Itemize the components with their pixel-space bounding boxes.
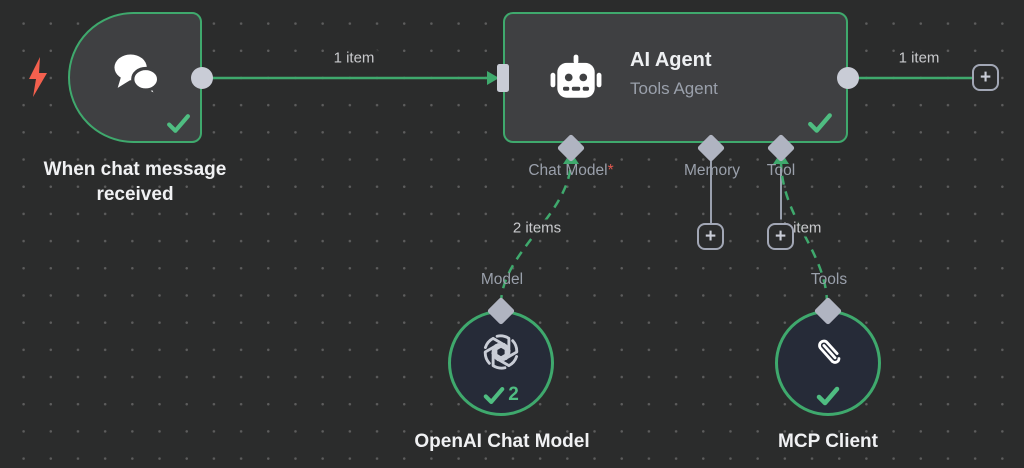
- run-count: 2: [508, 384, 519, 405]
- node-label-openai: OpenAI Chat Model: [414, 431, 590, 452]
- add-tool-button[interactable]: +: [767, 223, 794, 250]
- edge-label-agent-output: 1 item: [894, 49, 944, 67]
- input-connector-agent[interactable]: [497, 64, 509, 92]
- node-openai-chat-model[interactable]: 2: [448, 310, 554, 416]
- check-icon: [816, 386, 840, 406]
- output-connector-trigger[interactable]: [191, 67, 213, 89]
- node-mcp-client[interactable]: [775, 310, 881, 416]
- lightning-bolt-icon: [29, 57, 47, 97]
- node-when-chat-message-received[interactable]: [68, 12, 202, 143]
- node-label-mcp: MCP Client: [778, 431, 878, 452]
- port-label-tool: Tool: [766, 162, 796, 179]
- agent-title: AI Agent: [630, 49, 712, 71]
- add-next-node-button[interactable]: +: [972, 64, 999, 91]
- agent-subtitle: Tools Agent: [630, 79, 718, 98]
- robot-icon: [550, 54, 602, 98]
- edge-label-trigger-to-agent: 1 item: [329, 49, 379, 67]
- plus-icon: +: [979, 67, 992, 88]
- node-ai-agent[interactable]: AI Agent Tools Agent: [503, 12, 848, 143]
- port-label-memory: Memory: [684, 162, 740, 179]
- port-label-model: Model: [480, 271, 524, 288]
- port-label-tools: Tools: [810, 271, 848, 288]
- check-icon: [483, 386, 505, 404]
- mcp-logo-icon: [818, 339, 841, 364]
- check-icon: [167, 114, 190, 133]
- openai-logo-icon: [483, 334, 519, 370]
- plus-icon: +: [774, 226, 787, 247]
- node-label-trigger: When chat message received: [43, 159, 227, 205]
- output-connector-agent[interactable]: [837, 67, 859, 89]
- port-label-chat-model: Chat Model*: [528, 162, 614, 179]
- chat-bubbles-icon: [114, 54, 161, 99]
- add-memory-button[interactable]: +: [697, 223, 724, 250]
- check-icon: [808, 113, 832, 133]
- plus-icon: +: [704, 226, 717, 247]
- edge-label-model: 2 items: [508, 219, 566, 237]
